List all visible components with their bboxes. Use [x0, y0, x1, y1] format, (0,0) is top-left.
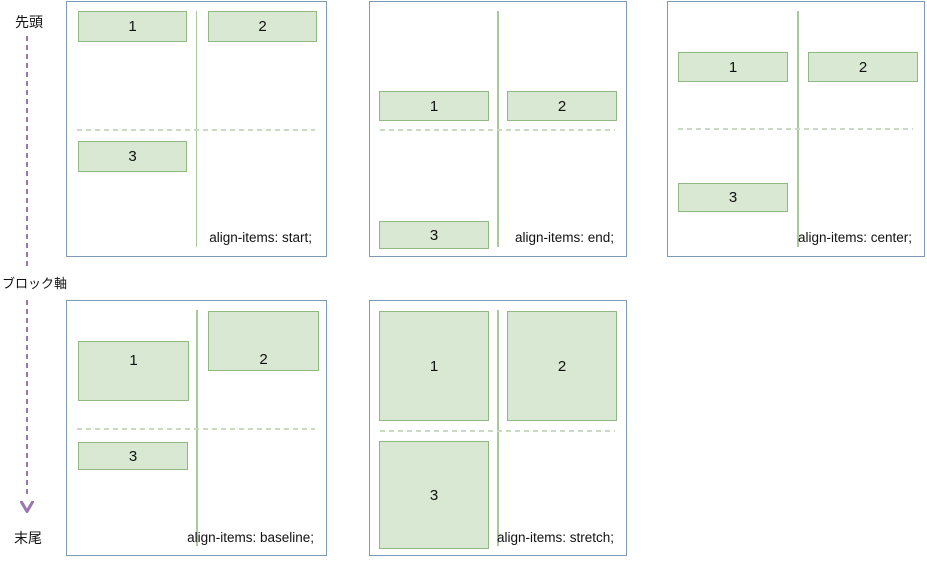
grid-item-2: 2	[507, 311, 617, 421]
grid-item-2-label: 2	[259, 351, 268, 368]
panel-caption: align-items: baseline;	[187, 530, 314, 545]
column-divider-line	[497, 310, 499, 546]
panel-align-items-end: 1 2 3 align-items: end;	[369, 1, 627, 257]
grid-item-3: 3	[379, 441, 489, 549]
grid-item-3: 3	[78, 141, 187, 172]
panel-caption: align-items: stretch;	[496, 530, 614, 545]
panel-caption: align-items: center;	[797, 230, 912, 245]
grid-item-1: 1	[379, 311, 489, 421]
panel-align-items-center: 1 2 3 align-items: center;	[667, 1, 925, 257]
row-divider-dashed-line	[380, 129, 615, 131]
panel-align-items-baseline: 1 2 3 align-items: baseline;	[66, 300, 327, 556]
block-axis-name-label: ブロック軸	[2, 276, 68, 291]
grid-item-3: 3	[78, 442, 188, 470]
grid-item-2: 2	[808, 52, 918, 82]
grid-item-2: 2	[208, 11, 317, 42]
grid-item-1: 1	[78, 11, 187, 42]
grid-item-1-label: 1	[129, 352, 138, 369]
grid-item-1: 1	[78, 341, 189, 401]
panel-align-items-stretch: 1 2 3 align-items: stretch;	[369, 300, 627, 556]
arrow-down-icon	[20, 501, 34, 513]
panel-align-items-start: 1 2 3 align-items: start;	[66, 1, 327, 257]
row-divider-dashed-line	[380, 430, 615, 432]
block-axis-dashed-line-lower	[26, 300, 28, 498]
grid-item-1: 1	[678, 52, 788, 82]
grid-item-3: 3	[678, 183, 788, 212]
grid-item-2: 2	[208, 311, 319, 371]
panel-caption: align-items: start;	[209, 230, 312, 245]
block-axis-start-label: 先頭	[15, 14, 43, 30]
block-axis-dashed-line-upper	[26, 36, 28, 270]
row-divider-dashed-line	[678, 128, 913, 130]
grid-item-1: 1	[379, 91, 489, 121]
grid-item-3: 3	[379, 221, 489, 249]
grid-item-2: 2	[507, 91, 617, 121]
row-divider-dashed-line	[77, 428, 315, 430]
row-divider-dashed-line	[77, 129, 315, 131]
panel-caption: align-items: end;	[514, 230, 614, 245]
block-axis-end-label: 末尾	[14, 530, 42, 546]
